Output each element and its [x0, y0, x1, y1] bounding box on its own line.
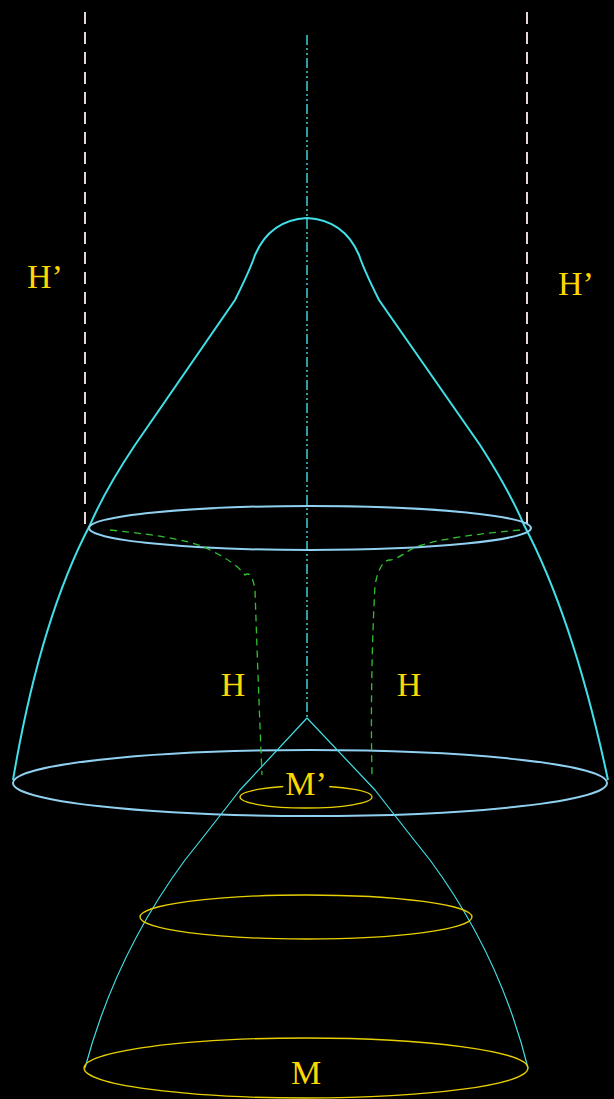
horizon-line	[526, 12, 528, 530]
mass-label: M	[289, 1056, 323, 1090]
upper-surface	[13, 218, 608, 780]
horizon-label: H’	[25, 260, 65, 294]
horizon-label: H	[395, 668, 424, 702]
horizon-line	[84, 12, 86, 530]
mass-ring	[140, 895, 472, 939]
mass-ring	[84, 1038, 528, 1098]
horizon-curve	[371, 530, 520, 775]
horizon-label: H’	[556, 267, 596, 301]
base-ring	[13, 750, 607, 816]
mass-label: M’	[283, 767, 329, 801]
horizon-ring	[89, 506, 531, 550]
horizon-curve	[110, 530, 262, 775]
symmetry-axis	[306, 35, 308, 720]
lower-surface	[85, 718, 307, 1068]
horizon-label: H	[219, 668, 248, 702]
lower-surface	[307, 718, 528, 1068]
